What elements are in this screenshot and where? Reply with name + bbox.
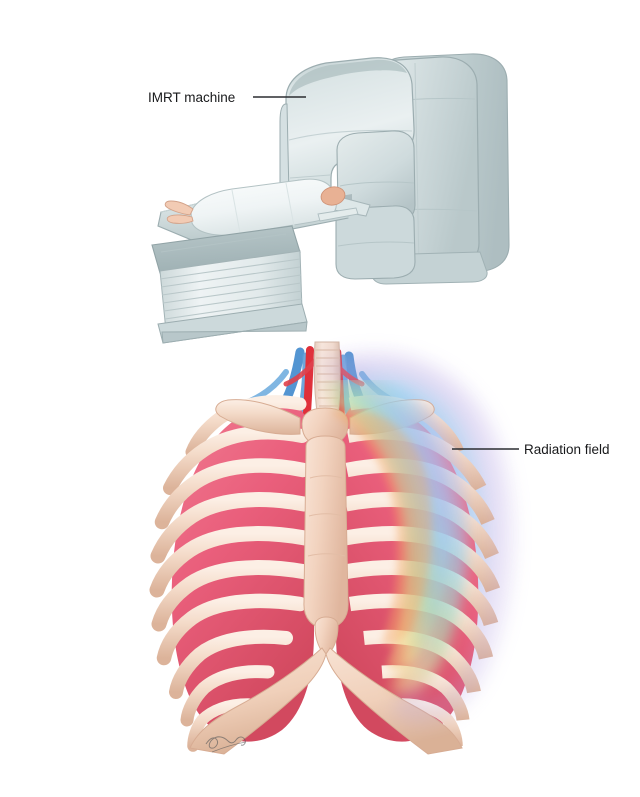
radiation-field-outer-halo: [316, 355, 510, 720]
annotation-layer: IMRT machine Radiation field: [148, 90, 610, 457]
label-radiation-field: Radiation field: [524, 442, 610, 457]
thorax-anatomy-scene: [149, 341, 510, 755]
couch-pedestal: [151, 225, 308, 344]
annotation-imrt-machine: IMRT machine: [148, 90, 306, 105]
treatment-couch-assembly: [151, 178, 371, 344]
c-arm: [279, 57, 415, 197]
gantry-lower-support: [335, 205, 416, 280]
artist-signature: [205, 736, 247, 753]
sternum: [301, 407, 349, 655]
label-imrt-machine: IMRT machine: [148, 90, 235, 105]
costal-margin: [189, 647, 463, 755]
annotation-radiation-field: Radiation field: [452, 442, 610, 457]
ribs-right: [149, 395, 314, 752]
imrt-machine-scene: [151, 53, 510, 344]
patient: [164, 178, 359, 236]
